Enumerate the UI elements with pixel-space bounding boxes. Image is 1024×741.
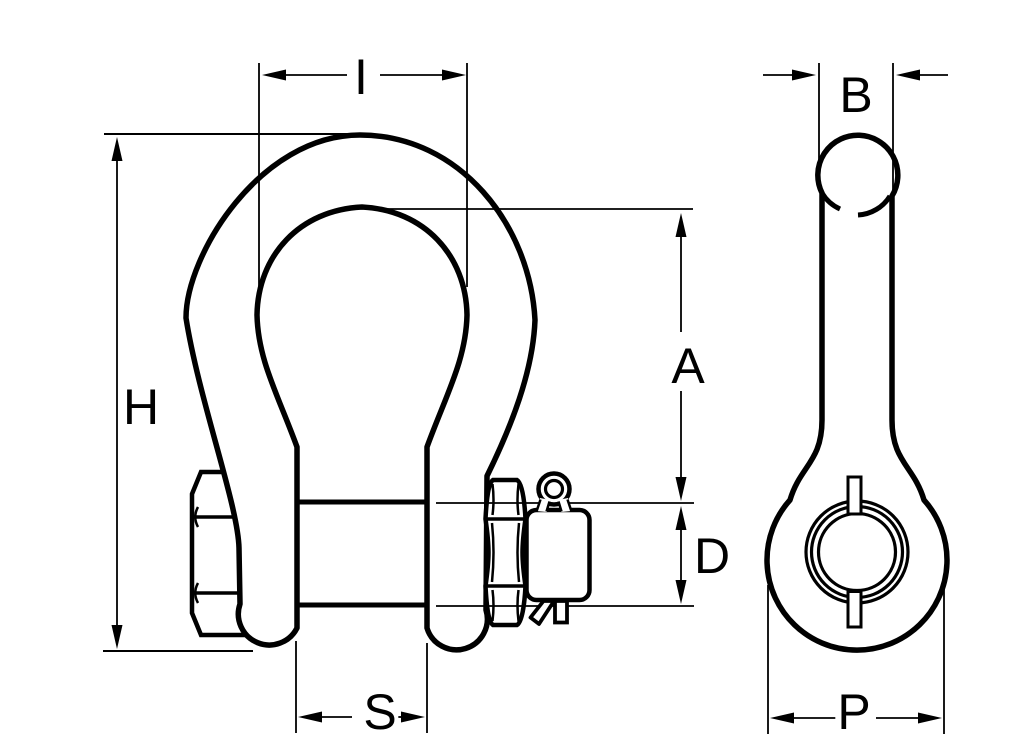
bow-section-circle-arc-right	[857, 194, 893, 218]
a-arrow-down	[675, 477, 687, 501]
hex-nut-outline	[483, 477, 528, 628]
h-arrow-up	[111, 137, 123, 161]
s-arrow-left	[298, 711, 322, 723]
i-arrow-left	[262, 69, 286, 81]
cotter-pin-end-top	[846, 475, 863, 516]
bolt-head-chamfer-lower	[194, 582, 200, 604]
p-arrow-right	[918, 712, 942, 724]
front-view	[183, 132, 592, 653]
label-inside-length: A	[669, 338, 707, 394]
cotter-pin-prong-bent	[528, 599, 556, 626]
dimension-P	[767, 584, 945, 734]
label-eye-width: P	[835, 684, 873, 740]
hex-nut-barrel-arc-left	[490, 522, 495, 583]
bolt-head-chamfer-upper	[194, 506, 200, 528]
bolt-end	[524, 507, 592, 603]
d-arrow-down	[675, 580, 687, 604]
side-view-body	[764, 132, 950, 653]
label-inside-width: I	[352, 49, 370, 105]
cotter-pin	[528, 471, 573, 626]
hex-nut-barrel-arc-right	[516, 522, 521, 583]
cotter-pin-loop-inner	[543, 478, 565, 500]
cotter-pin-leg-left-edges	[535, 499, 551, 512]
dimension-lines	[103, 63, 948, 734]
d-arrow-up	[675, 506, 687, 530]
a-arrow-up	[675, 213, 687, 237]
cotter-pin-prong-straight	[553, 599, 569, 625]
bow-section-circle-arc-left	[819, 191, 842, 212]
side-view	[764, 132, 950, 653]
dimension-S	[295, 641, 428, 733]
label-height: H	[120, 379, 162, 435]
hex-nut-top-arc-left	[491, 483, 495, 516]
cotter-pin-end-bottom	[846, 590, 863, 629]
b-arrow-right-pointing	[792, 69, 816, 81]
label-bow-thickness: B	[837, 67, 875, 123]
cotter-pin-leg-right-edges	[557, 499, 573, 512]
dimension-A	[370, 208, 693, 501]
dimension-I	[258, 63, 468, 287]
b-arrow-left-pointing	[896, 69, 920, 81]
hex-nut-top-arc-right	[516, 483, 520, 516]
s-arrow-right	[401, 711, 425, 723]
label-pin-diameter: D	[691, 528, 733, 584]
dimension-B	[763, 63, 948, 193]
label-jaw-opening: S	[361, 684, 399, 740]
h-arrow-down	[111, 625, 123, 649]
shackle-bow-body	[183, 132, 538, 653]
hex-nut	[483, 477, 528, 628]
i-arrow-right	[442, 69, 466, 81]
dimension-H	[103, 133, 358, 652]
p-arrow-left	[770, 712, 794, 724]
